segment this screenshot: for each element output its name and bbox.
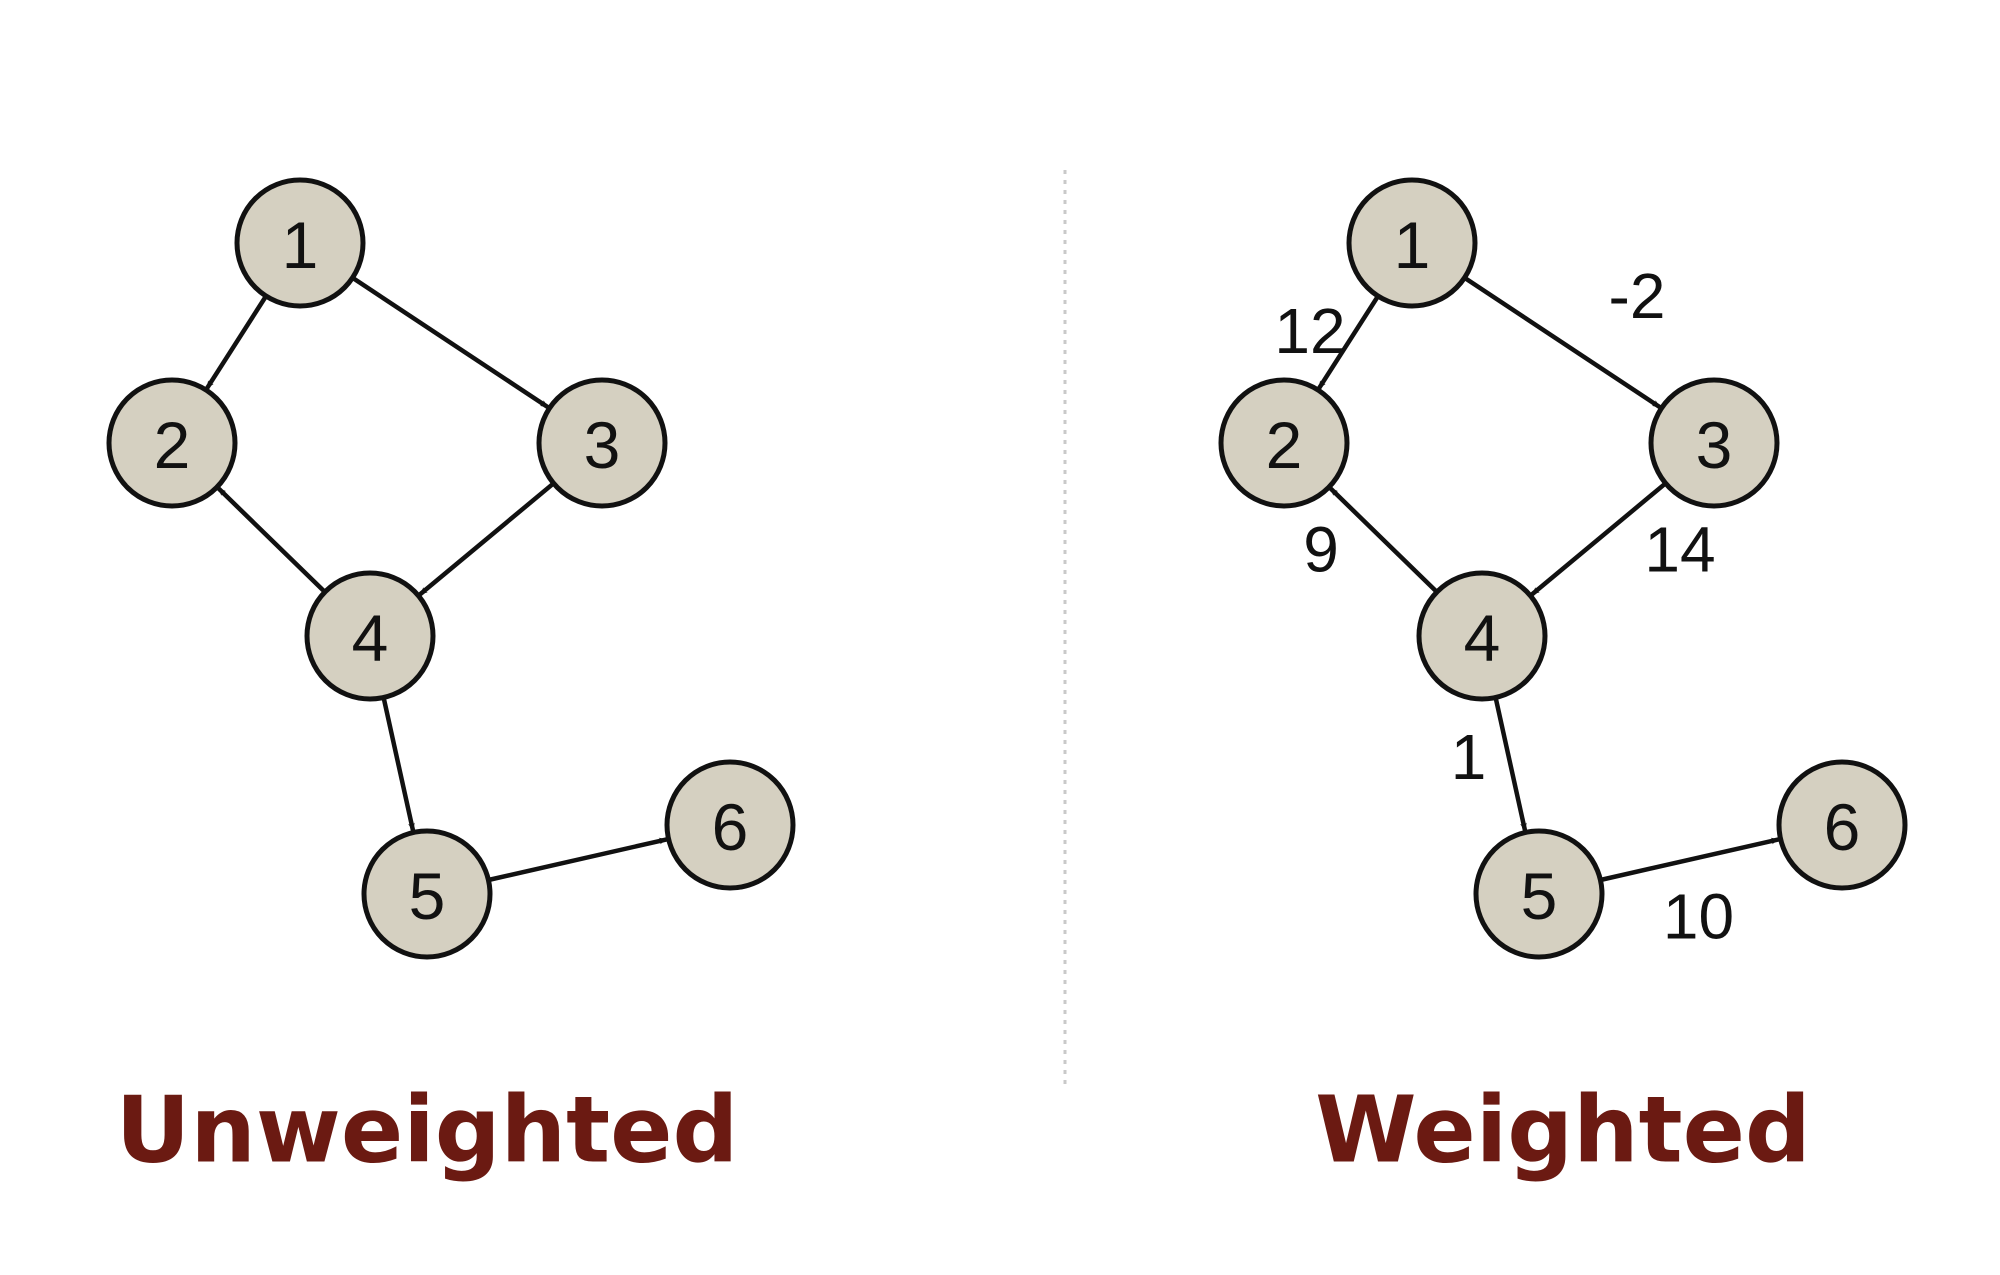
node-circle-4 [304,570,436,702]
edge-weight-3-to-4: 14 [1644,514,1715,586]
node-label-3: 3 [584,408,621,482]
node-label-6: 6 [712,790,749,864]
node-label-4: 4 [1464,601,1501,675]
node-label-5: 5 [409,859,446,933]
edge-4-to-5 [1493,697,1528,832]
edge-1-to-3 [1463,275,1662,409]
edge-3-to-4 [418,481,556,597]
node-circle-1 [1346,177,1478,309]
node-label-1: 1 [282,208,319,282]
graph-node-2: 2 [1218,377,1350,509]
graph-node-3: 3 [1648,377,1780,509]
graph-node-1: 1 [234,177,366,309]
node-label-1: 1 [1394,208,1431,282]
graph-node-6: 6 [1776,759,1908,891]
node-circle-2 [106,377,238,509]
node-circle-2 [1218,377,1350,509]
node-circle-6 [664,759,796,891]
graph-node-5: 5 [1473,828,1605,960]
node-label-4: 4 [352,601,389,675]
node-label-5: 5 [1521,859,1558,933]
edge-4-to-2 [1328,486,1439,594]
weighted-caption: Weighted [1315,1077,1811,1184]
edge-weight-1-to-2: 12 [1274,295,1345,367]
node-circle-3 [1648,377,1780,509]
graph-node-3: 3 [536,377,668,509]
unweighted-caption: Unweighted [116,1077,739,1184]
graph-node-1: 1 [1346,177,1478,309]
edge-1-to-3 [351,275,550,409]
edge-1-to-2 [205,294,268,390]
edge-3-to-4 [1530,481,1668,597]
node-label-6: 6 [1824,790,1861,864]
graph-node-4: 4 [304,570,436,702]
node-circle-5 [361,828,493,960]
unweighted-graph-panel: 1 2 3 4 5 6 Unweighted [106,177,796,1184]
node-label-2: 2 [1266,408,1303,482]
edge-4-to-2 [216,486,327,594]
edge-weight-4-to-2: 9 [1303,514,1339,586]
edge-weight-1-to-3: -2 [1609,260,1666,332]
node-circle-1 [234,177,366,309]
edge-weight-4-to-5: 1 [1451,721,1487,793]
edge-weight-5-to-6: 10 [1663,881,1734,953]
node-label-2: 2 [154,408,191,482]
edge-5-to-6 [487,837,668,883]
edge-4-to-5 [381,697,416,832]
graph-node-4: 4 [1416,570,1548,702]
edge-5-to-6 [1599,837,1780,883]
graph-node-5: 5 [361,828,493,960]
edge-1-to-2 [1317,294,1380,390]
node-circle-4 [1416,570,1548,702]
node-circle-5 [1473,828,1605,960]
node-circle-6 [1776,759,1908,891]
graph-node-6: 6 [664,759,796,891]
node-circle-3 [536,377,668,509]
graph-node-2: 2 [106,377,238,509]
node-label-3: 3 [1696,408,1733,482]
